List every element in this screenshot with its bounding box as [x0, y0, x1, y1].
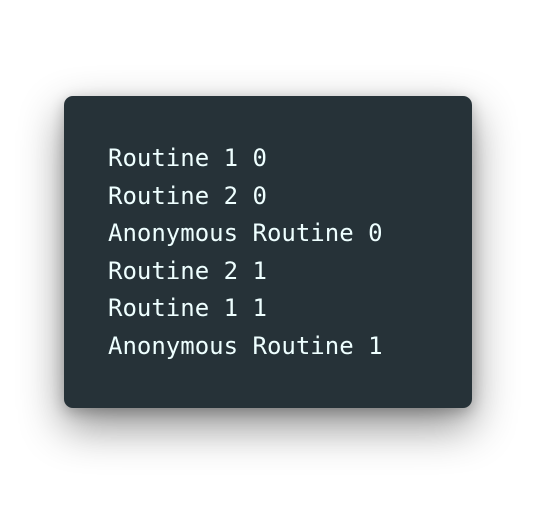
- output-line-3: Anonymous Routine 0: [108, 219, 383, 247]
- output-line-5: Routine 1 1: [108, 294, 267, 322]
- terminal-output-window: Routine 1 0 Routine 2 0 Anonymous Routin…: [64, 96, 472, 408]
- output-line-2: Routine 2 0: [108, 181, 267, 210]
- terminal-output: Routine 1 0 Routine 2 0 Anonymous Routin…: [108, 140, 472, 365]
- output-line-6: Anonymous Routine 1: [108, 331, 383, 360]
- output-line-4: Routine 2 1: [108, 256, 267, 285]
- output-line-1: Routine 1 0: [108, 144, 267, 172]
